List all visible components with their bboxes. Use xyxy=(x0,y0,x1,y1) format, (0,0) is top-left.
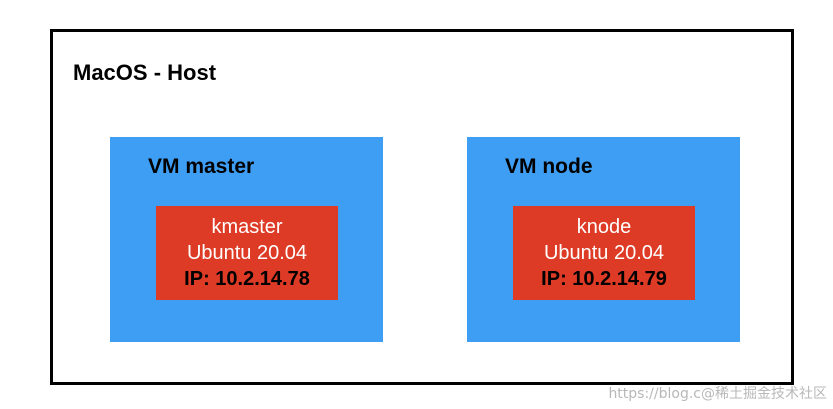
vm-node-box: VM node knode Ubuntu 20.04 IP: 10.2.14.7… xyxy=(467,137,740,342)
host-title: MacOS - Host xyxy=(73,60,217,85)
vm-master-box: VM master kmaster Ubuntu 20.04 IP: 10.2.… xyxy=(110,137,383,342)
kmaster-os-box: kmaster Ubuntu 20.04 IP: 10.2.14.78 xyxy=(156,206,338,300)
vm-node-title: VM node xyxy=(505,155,593,178)
kmaster-os: Ubuntu 20.04 xyxy=(186,242,308,264)
kmaster-ip: IP: 10.2.14.78 xyxy=(184,268,310,290)
knode-os: Ubuntu 20.04 xyxy=(543,242,665,264)
knode-os-box: knode Ubuntu 20.04 IP: 10.2.14.79 xyxy=(513,206,695,300)
host-box: MacOS - Host VM master kmaster Ubuntu 20… xyxy=(50,29,794,385)
watermark: https://blog.c@稀土掘金技术社区 xyxy=(608,386,827,402)
vm-master-title: VM master xyxy=(148,155,255,178)
kmaster-hostname: kmaster xyxy=(211,216,283,238)
knode-hostname: knode xyxy=(576,216,632,238)
knode-ip: IP: 10.2.14.79 xyxy=(541,268,667,290)
